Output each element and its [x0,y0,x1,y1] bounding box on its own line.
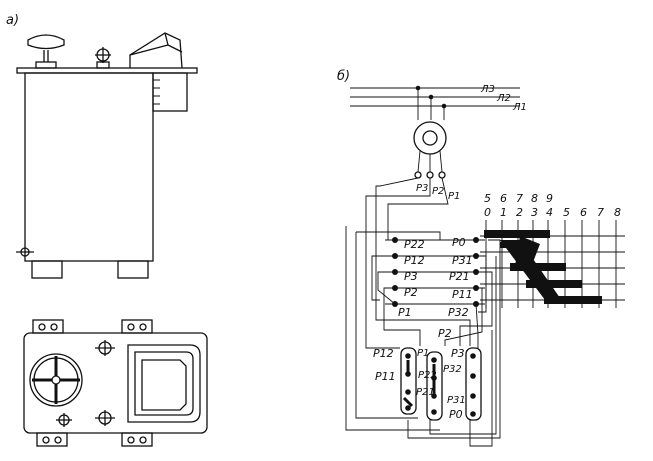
foot-right [117,260,149,279]
scale-top-6: 6 [500,192,507,205]
scale-bottom-7: 7 [597,206,604,219]
ct-lead-p2: Р2 [432,186,444,197]
line-label-l3: Л3 [480,84,495,95]
terminal-p11: Р11 [452,288,473,301]
panel-a-label: а) [6,13,19,28]
strip-label-p32: Р32 [443,364,462,375]
bushing-bottom [95,410,115,426]
transformer-top-view [23,319,208,447]
contact-bars [484,230,602,304]
terminal-p12: Р12 [404,254,425,267]
strip-label-p0: Р0 [449,408,463,421]
scale-bottom-4: 4 [546,206,553,219]
terminal-p31: Р31 [452,254,473,267]
terminal-p21: Р21 [449,270,470,283]
scale-bottom-0: 0 [484,206,491,219]
bushing-top [95,340,115,356]
terminal-p0: Р0 [452,236,466,249]
strip-label-p3: Р3 [451,347,465,360]
wiring [345,177,501,447]
ct-lead-p1: Р1 [448,191,460,202]
scale-bottom-1: 1 [500,206,507,219]
switch-terminals: Р22 Р12 Р3 Р2 Р1 Р0 Р31 Р21 Р11 Р32 [385,236,485,319]
scale-bottom-8: 8 [614,206,621,219]
strip-label-p2: Р2 [438,327,452,340]
bushing-left [56,413,72,427]
scale-top-5: 5 [484,192,491,205]
handwheel-top [29,353,83,407]
panel-b-label: б) [337,69,350,84]
terminal-p3: Р3 [404,270,418,283]
scale-bottom-3: 3 [531,206,538,219]
handwheel [27,34,65,69]
strip-label-p22: Р22 [418,370,437,381]
terminal-p1: Р1 [398,306,412,319]
mount-tab [121,319,153,334]
switch-housing-top [127,344,201,423]
line-label-l2: Л2 [496,93,511,104]
terminal-p22: Р22 [404,238,425,251]
switch-housing [129,32,183,69]
mount-tab [121,432,153,447]
scale-top-9: 9 [546,192,553,205]
foot-left [31,260,63,279]
current-transformer: Р3 Р2 Р1 [413,121,460,202]
terminal-p2: Р2 [404,286,418,299]
scale-top-8: 8 [531,192,538,205]
strip-label-p1: Р1 [417,348,429,359]
terminal-p32: Р32 [448,306,469,319]
scale-bottom-6: 6 [580,206,587,219]
scale-bottom-2: 2 [516,206,523,219]
strip-label-p31: Р31 [447,395,466,406]
scale-top-7: 7 [516,192,523,205]
strip-label-p21: Р21 [416,387,435,398]
strip-label-p11: Р11 [375,370,396,383]
mount-tab [32,319,64,334]
scale: 5 6 7 8 9 0 1 2 3 4 5 6 7 8 [484,192,621,219]
tank-body [24,72,154,262]
valve-knob [95,47,111,69]
side-box [152,72,188,112]
ct-lead-p3: Р3 [416,183,428,194]
terminal-strips: Р12 Р11 Р1 Р22 Р21 Р2 Р3 Р32 Р31 Р0 [373,327,482,421]
transformer-side-view [16,32,198,279]
phase-lines: Л3 Л2 Л1 [350,84,527,120]
strip-label-p12: Р12 [373,347,394,360]
scale-bottom-5: 5 [563,206,570,219]
mount-tab [36,432,68,447]
line-label-l1: Л1 [512,102,527,113]
